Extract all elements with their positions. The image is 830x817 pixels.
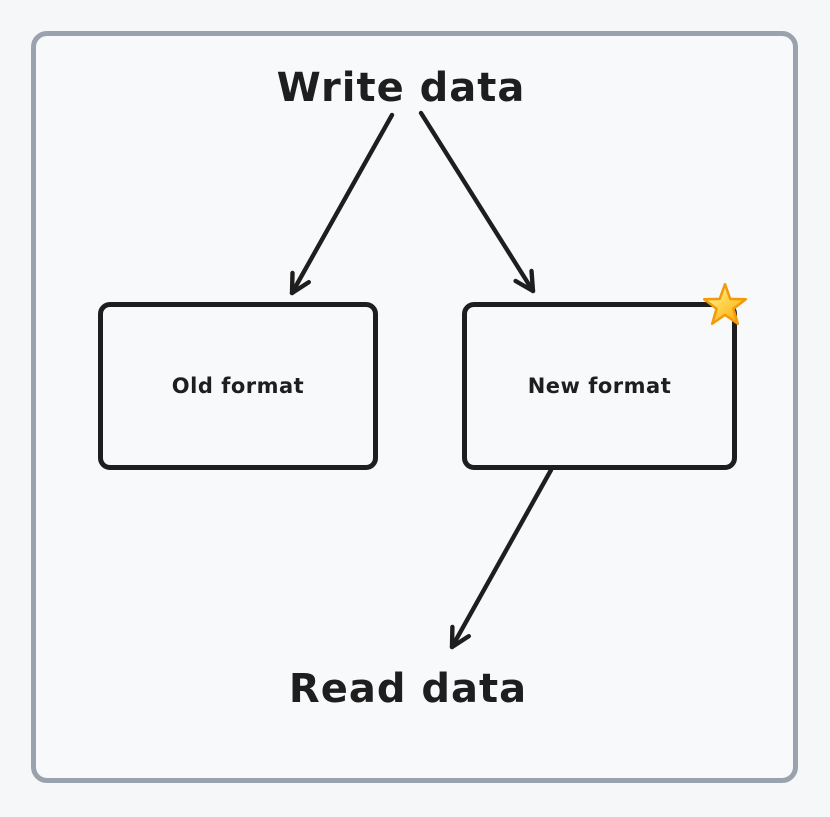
node-old-format-label: Old format bbox=[171, 374, 305, 398]
left-edge-strip bbox=[0, 0, 4, 817]
node-new-format-label: New format bbox=[527, 374, 672, 398]
node-old-format: Old format bbox=[98, 302, 378, 470]
node-new-format: New format bbox=[462, 302, 737, 470]
write-data-label: Write data bbox=[276, 65, 526, 111]
diagram-frame bbox=[31, 31, 798, 783]
star-icon bbox=[702, 282, 748, 325]
read-data-label: Read data bbox=[288, 666, 528, 712]
